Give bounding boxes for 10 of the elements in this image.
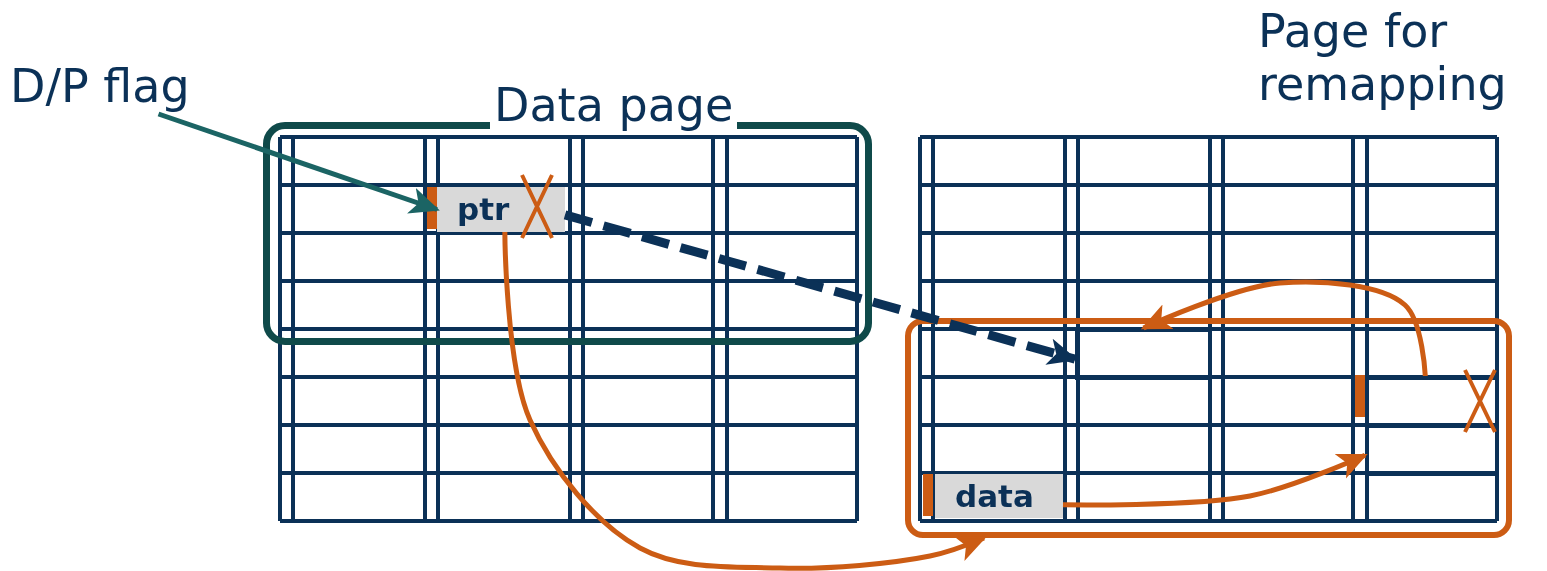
arrow — [1140, 279, 1428, 377]
memory-cell: data — [935, 474, 1063, 518]
arrow — [1062, 452, 1368, 508]
page-heading: Page for remapping — [1258, 5, 1508, 111]
arrow — [563, 210, 1078, 365]
callout-label: D/P flag — [10, 58, 235, 114]
arrow — [502, 231, 987, 571]
highlight-frame — [905, 318, 1512, 538]
arrow — [157, 111, 440, 214]
memory-cell: ptr — [437, 187, 565, 232]
